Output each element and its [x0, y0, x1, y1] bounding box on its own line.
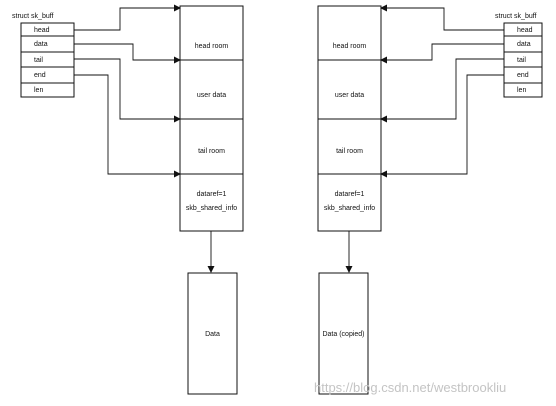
right-tail-room-label: tail room — [336, 148, 363, 155]
right-shared-info-label: skb_shared_info — [324, 205, 375, 212]
right-struct-title: struct sk_buff — [495, 13, 537, 20]
right-data-pointer — [380, 43, 504, 64]
left-tail-room-box — [179, 118, 244, 175]
left-shared-info-label: skb_shared_info — [186, 205, 237, 212]
left-user-data-box — [179, 59, 244, 120]
left-user-data-label: user data — [197, 92, 226, 99]
right-field-head: head — [517, 27, 533, 34]
left-field-tail-box — [20, 51, 75, 68]
right-end-pointer — [380, 74, 504, 178]
left-data-label: Data — [205, 331, 220, 338]
right-user-data-box — [317, 59, 382, 120]
right-data-box — [318, 272, 369, 395]
left-tail-room-label: tail room — [198, 148, 225, 155]
left-end-pointer — [74, 74, 181, 178]
right-field-len-box — [503, 82, 543, 98]
left-data-pointer — [74, 43, 181, 64]
right-head-room-label: head room — [333, 43, 367, 50]
left-struct-title: struct sk_buff — [12, 13, 54, 20]
right-struct-fields: head data tail end len — [503, 22, 543, 98]
right-buffer: head room user data tail room dataref=1 … — [317, 5, 382, 232]
right-head-pointer — [380, 4, 504, 31]
watermark: https://blog.csdn.net/westbrookliu — [314, 380, 506, 395]
right-dataref-label: dataref=1 — [335, 191, 365, 198]
left-head-pointer — [74, 4, 181, 31]
right-tail-pointer — [380, 58, 504, 123]
left-field-end-box — [20, 66, 75, 84]
left-field-head: head — [34, 27, 50, 34]
left-struct-fields: head data tail end len — [20, 22, 75, 98]
right-field-len: len — [517, 87, 526, 94]
left-field-len-box — [20, 82, 75, 98]
right-field-end: end — [517, 72, 529, 79]
left-field-data: data — [34, 41, 48, 48]
left-field-end: end — [34, 72, 46, 79]
left-dataref-label: dataref=1 — [197, 191, 227, 198]
left-pointer-wires — [74, 4, 215, 273]
right-data-label: Data (copied) — [322, 331, 364, 338]
right-tail-room-box — [317, 118, 382, 175]
left-head-room-label: head room — [195, 43, 229, 50]
right-field-tail: tail — [517, 57, 526, 64]
left-field-len: len — [34, 87, 43, 94]
left-field-tail: tail — [34, 57, 43, 64]
left-head-room-box — [179, 5, 244, 61]
left-buffer: head room user data tail room dataref=1 … — [179, 5, 244, 232]
right-skb-group: struct sk_buff head data tail end len he… — [317, 4, 543, 395]
right-shared-info-box — [317, 173, 382, 232]
left-shared-info-box — [179, 173, 244, 232]
left-data-box — [187, 272, 238, 395]
left-skb-group: struct sk_buff head data tail end len he… — [12, 4, 244, 395]
left-tail-pointer — [74, 58, 181, 123]
right-pointer-wires — [345, 4, 504, 273]
right-head-room-box — [317, 5, 382, 61]
right-user-data-label: user data — [335, 92, 364, 99]
right-field-data: data — [517, 41, 531, 48]
